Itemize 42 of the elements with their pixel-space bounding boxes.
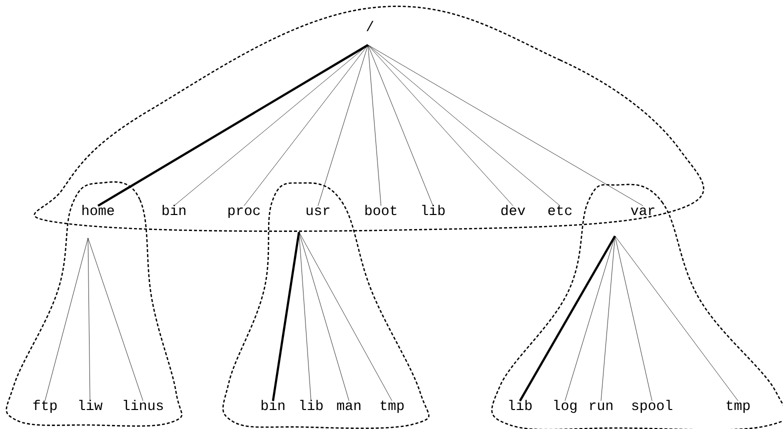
directory-label: linus bbox=[124, 400, 163, 410]
directory-label: tmp bbox=[380, 400, 404, 413]
directory-label: home bbox=[82, 204, 114, 216]
directory-label: log bbox=[554, 400, 576, 413]
tree-line bbox=[368, 44, 560, 206]
tree-line bbox=[600, 236, 616, 401]
tree-line bbox=[272, 232, 300, 401]
tree-line bbox=[88, 238, 144, 401]
tree-line bbox=[298, 232, 312, 401]
tree-line bbox=[298, 232, 392, 401]
directory-label: lib bbox=[300, 400, 323, 410]
directory-label: ftp bbox=[33, 400, 57, 413]
directory-label: run bbox=[590, 402, 612, 410]
directory-label: spool bbox=[632, 400, 672, 413]
directory-label: / bbox=[366, 20, 374, 32]
directory-label: var bbox=[630, 207, 654, 216]
tree-line bbox=[368, 44, 644, 206]
tree-line bbox=[614, 236, 738, 401]
tree-line bbox=[88, 238, 90, 401]
directory-label: bin bbox=[262, 400, 284, 410]
tree-line bbox=[318, 44, 368, 206]
tree-line bbox=[298, 232, 350, 401]
tree-line bbox=[368, 44, 382, 206]
tree-line bbox=[519, 235, 616, 402]
directory-label: proc bbox=[228, 207, 260, 218]
tree-line bbox=[44, 238, 88, 401]
directory-label: usr bbox=[306, 207, 330, 216]
directory-label: lib bbox=[422, 204, 445, 216]
tree-line bbox=[368, 44, 514, 206]
directory-label: tmp bbox=[726, 400, 750, 413]
tree-line bbox=[244, 44, 368, 206]
directory-label: etc bbox=[548, 206, 572, 216]
tree-line bbox=[174, 44, 368, 206]
directory-label: dev bbox=[501, 204, 526, 216]
directory-label: lib bbox=[509, 400, 532, 410]
tree-line bbox=[564, 236, 616, 401]
directory-label: man bbox=[337, 402, 360, 410]
directory-label: bin bbox=[162, 204, 186, 216]
tree-line bbox=[614, 236, 652, 401]
tree-line bbox=[368, 44, 434, 206]
directory-label: boot bbox=[365, 204, 396, 216]
directory-label: liw bbox=[79, 400, 102, 410]
